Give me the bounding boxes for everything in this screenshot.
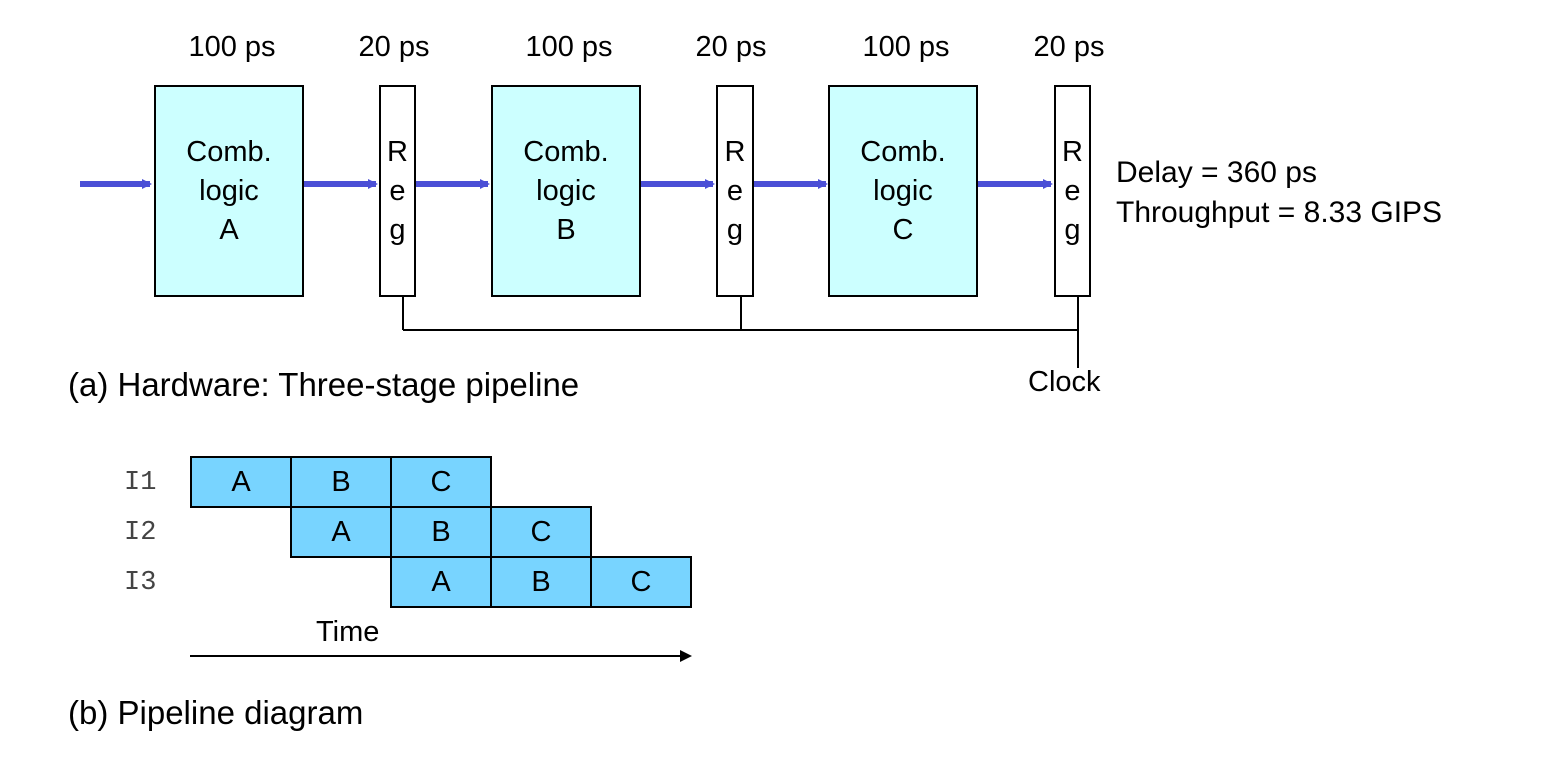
comb-logic-a-line3: A bbox=[219, 213, 239, 246]
instruction-label-i3: I3 bbox=[124, 568, 157, 598]
register-2-letter-r: R bbox=[724, 135, 746, 168]
comb-logic-b-line1: Comb. bbox=[523, 135, 609, 168]
comb-logic-c-line3: C bbox=[892, 213, 914, 246]
comb-logic-b: Comb. logic B bbox=[491, 85, 641, 297]
instruction-label-i2: I2 bbox=[124, 518, 157, 548]
register-3-letter-e: e bbox=[1064, 174, 1081, 207]
delay-label-stage-b: 100 ps bbox=[525, 31, 613, 63]
register-3-letter-g: g bbox=[1064, 213, 1081, 246]
comb-logic-c-line2: logic bbox=[873, 174, 933, 207]
comb-logic-b-line2: logic bbox=[536, 174, 596, 207]
register-1: R e g bbox=[379, 85, 416, 297]
register-1-letter-r: R bbox=[387, 135, 408, 168]
pipeline-cell-i1-a: A bbox=[190, 456, 292, 508]
pipeline-cell-i2-c: C bbox=[490, 506, 592, 558]
register-2: R e g bbox=[716, 85, 754, 297]
caption-pipeline-diagram: (b) Pipeline diagram bbox=[68, 694, 364, 731]
pipeline-cell-i3-c: C bbox=[590, 556, 692, 608]
register-2-letter-g: g bbox=[726, 213, 744, 246]
time-arrow-head bbox=[680, 650, 692, 662]
pipeline-cell-i1-b: B bbox=[290, 456, 392, 508]
caption-hardware: (a) Hardware: Three-stage pipeline bbox=[68, 366, 580, 403]
instruction-label-i1: I1 bbox=[124, 468, 157, 498]
register-1-letter-e: e bbox=[389, 174, 406, 207]
register-3: R e g bbox=[1054, 85, 1091, 297]
delay-label-stage-c: 100 ps bbox=[862, 31, 950, 63]
register-2-letter-e: e bbox=[726, 174, 744, 207]
pipeline-cell-i2-b: B bbox=[390, 506, 492, 558]
pipeline-cell-i3-a: A bbox=[390, 556, 492, 608]
delay-label-reg-3: 20 ps bbox=[1033, 31, 1105, 63]
comb-logic-b-line3: B bbox=[556, 213, 576, 246]
comb-logic-a: Comb. logic A bbox=[154, 85, 304, 297]
delay-label-reg-1: 20 ps bbox=[358, 31, 430, 63]
delay-label-reg-2: 20 ps bbox=[695, 31, 767, 63]
pipeline-cell-i1-c: C bbox=[390, 456, 492, 508]
pipeline-cell-i2-a: A bbox=[290, 506, 392, 558]
pipeline-cell-i3-b: B bbox=[490, 556, 592, 608]
comb-logic-c-line1: Comb. bbox=[860, 135, 946, 168]
register-1-letter-g: g bbox=[389, 213, 406, 246]
time-label: Time bbox=[316, 616, 380, 648]
comb-logic-a-line2: logic bbox=[199, 174, 259, 207]
comb-logic-c: Comb. logic C bbox=[828, 85, 978, 297]
throughput-text: Throughput = 8.33 GIPS bbox=[1116, 196, 1443, 229]
comb-logic-a-line1: Comb. bbox=[186, 135, 272, 168]
register-3-letter-r: R bbox=[1062, 135, 1083, 168]
delay-label-stage-a: 100 ps bbox=[188, 31, 276, 63]
delay-throughput-info: Delay = 360 ps Throughput = 8.33 GIPS bbox=[1116, 153, 1442, 233]
clock-label: Clock bbox=[1028, 366, 1101, 398]
total-delay-text: Delay = 360 ps bbox=[1116, 156, 1317, 189]
